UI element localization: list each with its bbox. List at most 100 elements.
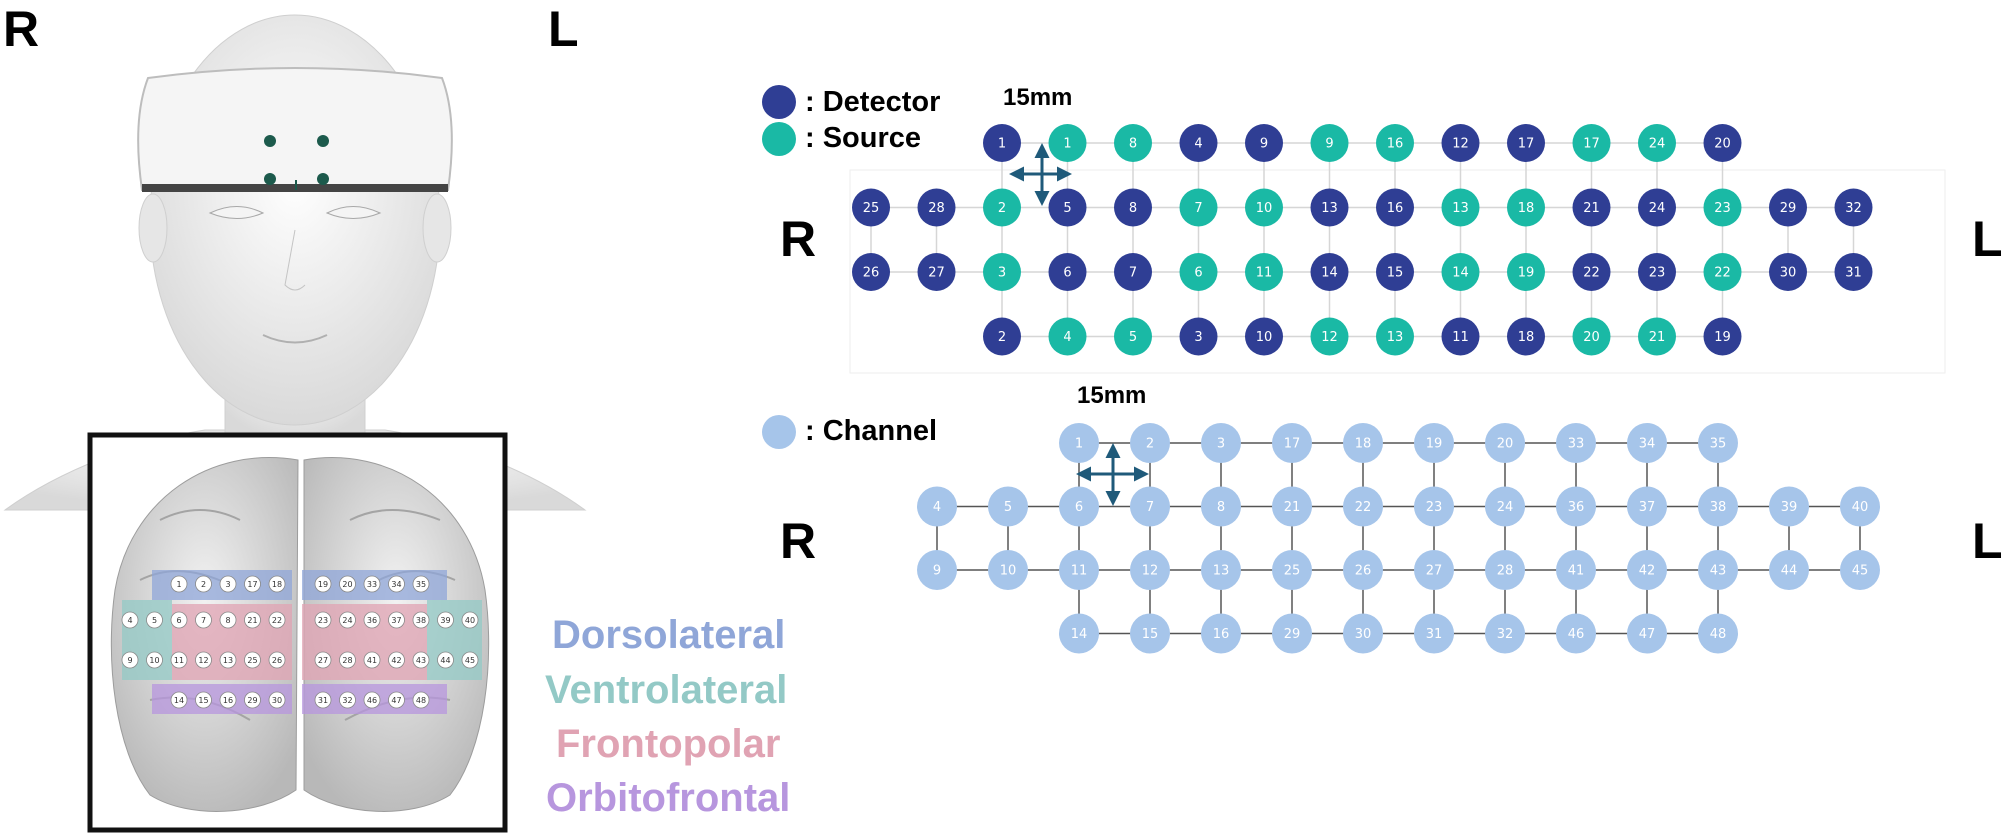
channel-number: 13 xyxy=(1213,564,1230,579)
brain-channel-number: 40 xyxy=(465,616,475,625)
channel-marker xyxy=(1556,486,1596,527)
channel-number: 38 xyxy=(1710,500,1727,515)
channel-marker xyxy=(917,486,957,527)
channel-marker xyxy=(1343,486,1383,527)
detector-number: 25 xyxy=(863,201,880,216)
detector-number: 5 xyxy=(1063,201,1071,216)
brain-channel-number: 26 xyxy=(272,656,282,665)
source-number: 24 xyxy=(1649,137,1666,152)
brain-channel-dot xyxy=(314,575,332,593)
channel-marker xyxy=(988,550,1028,590)
region-label-frontopolar: Frontopolar xyxy=(556,722,781,766)
detector-marker xyxy=(1638,253,1676,291)
channel-marker xyxy=(1485,613,1525,654)
legend-channel-swatch xyxy=(762,415,796,449)
brain-channel-number: 33 xyxy=(367,580,377,589)
detector-number: 11 xyxy=(1452,330,1469,345)
source-marker xyxy=(1179,253,1218,291)
brain-channel-dot xyxy=(412,651,430,669)
channel-number: 30 xyxy=(1355,627,1372,642)
brain-channel-dot xyxy=(314,611,332,629)
channel-marker xyxy=(1556,423,1596,463)
detector-number: 30 xyxy=(1780,266,1797,281)
source-marker xyxy=(1376,317,1414,356)
brain-channel-dot xyxy=(412,575,430,593)
brain-channel-number: 12 xyxy=(198,656,208,665)
source-number: 20 xyxy=(1583,330,1600,345)
source-number: 1 xyxy=(1063,137,1071,152)
detector-number: 1 xyxy=(998,137,1006,152)
source-number: 17 xyxy=(1583,137,1600,152)
channel-number: 15 xyxy=(1142,627,1159,642)
source-marker xyxy=(1245,253,1283,291)
channel-number: 45 xyxy=(1852,564,1869,579)
channel-number: 3 xyxy=(1217,437,1225,452)
detector-number: 31 xyxy=(1845,266,1862,281)
detector-number: 3 xyxy=(1194,330,1202,345)
channel-marker xyxy=(1769,550,1809,590)
source-number: 14 xyxy=(1452,266,1469,281)
brain-channel-dot xyxy=(170,575,188,593)
source-marker xyxy=(1507,188,1545,227)
right-side-label-optodes: R xyxy=(780,211,817,267)
source-marker xyxy=(1048,317,1087,356)
detector-number: 19 xyxy=(1714,330,1731,345)
brain-channel-dot xyxy=(388,651,405,669)
channel-number: 39 xyxy=(1781,500,1798,515)
channel-number: 32 xyxy=(1497,627,1514,642)
region-label-dorsolateral: Dorsolateral xyxy=(552,613,786,657)
brain-channel-number: 43 xyxy=(416,656,426,665)
brain-channel-dot xyxy=(339,611,356,629)
channel-marker xyxy=(1130,486,1170,527)
brain-channel-dot xyxy=(170,611,188,629)
channel-number: 29 xyxy=(1284,627,1301,642)
brain-channel-dot xyxy=(268,611,286,629)
brain-channel-dot xyxy=(268,575,286,593)
detector-number: 14 xyxy=(1321,266,1338,281)
channel-number: 44 xyxy=(1781,564,1798,579)
detector-marker xyxy=(1507,317,1545,356)
brain-channel-dot xyxy=(219,611,237,629)
channel-number: 12 xyxy=(1142,564,1159,579)
channel-number: 14 xyxy=(1071,627,1088,642)
detector-number: 24 xyxy=(1649,201,1666,216)
brain-channel-dot xyxy=(339,691,356,709)
brain-channel-dot xyxy=(195,691,212,709)
brain-channel-number: 38 xyxy=(416,616,426,625)
brain-channel-number: 31 xyxy=(318,696,328,705)
left-side-label-channels: L xyxy=(1972,513,2003,569)
brain-channel-dot xyxy=(314,691,332,709)
source-number: 18 xyxy=(1518,201,1535,216)
channel-marker xyxy=(1059,550,1099,590)
brain-channel-number: 21 xyxy=(247,616,257,625)
channel-number: 35 xyxy=(1710,437,1727,452)
detector-number: 12 xyxy=(1452,137,1469,152)
brain-channel-number: 16 xyxy=(223,696,233,705)
brain-channel-dot xyxy=(170,651,188,669)
channel-marker xyxy=(1485,550,1525,590)
channel-marker xyxy=(1556,613,1596,654)
detector-marker xyxy=(1310,188,1349,227)
channel-number: 17 xyxy=(1284,437,1301,452)
channel-number: 18 xyxy=(1355,437,1372,452)
detector-marker xyxy=(917,188,956,227)
brain-channel-number: 45 xyxy=(465,656,475,665)
channel-number: 26 xyxy=(1355,564,1372,579)
channel-number: 2 xyxy=(1146,437,1154,452)
detector-number: 2 xyxy=(998,330,1006,345)
source-number: 7 xyxy=(1194,201,1202,216)
source-number: 10 xyxy=(1256,201,1273,216)
optode-grid-lines xyxy=(870,142,1855,338)
channel-number: 31 xyxy=(1426,627,1443,642)
source-number: 3 xyxy=(998,266,1006,281)
brain-channel-number: 30 xyxy=(272,696,282,705)
brain-channel-number: 29 xyxy=(247,696,257,705)
brain-channel-number: 48 xyxy=(416,696,426,705)
source-marker xyxy=(1179,188,1218,227)
channel-marker xyxy=(1414,613,1454,654)
detector-number: 16 xyxy=(1387,201,1404,216)
detector-number: 13 xyxy=(1321,201,1338,216)
detector-number: 28 xyxy=(928,201,945,216)
